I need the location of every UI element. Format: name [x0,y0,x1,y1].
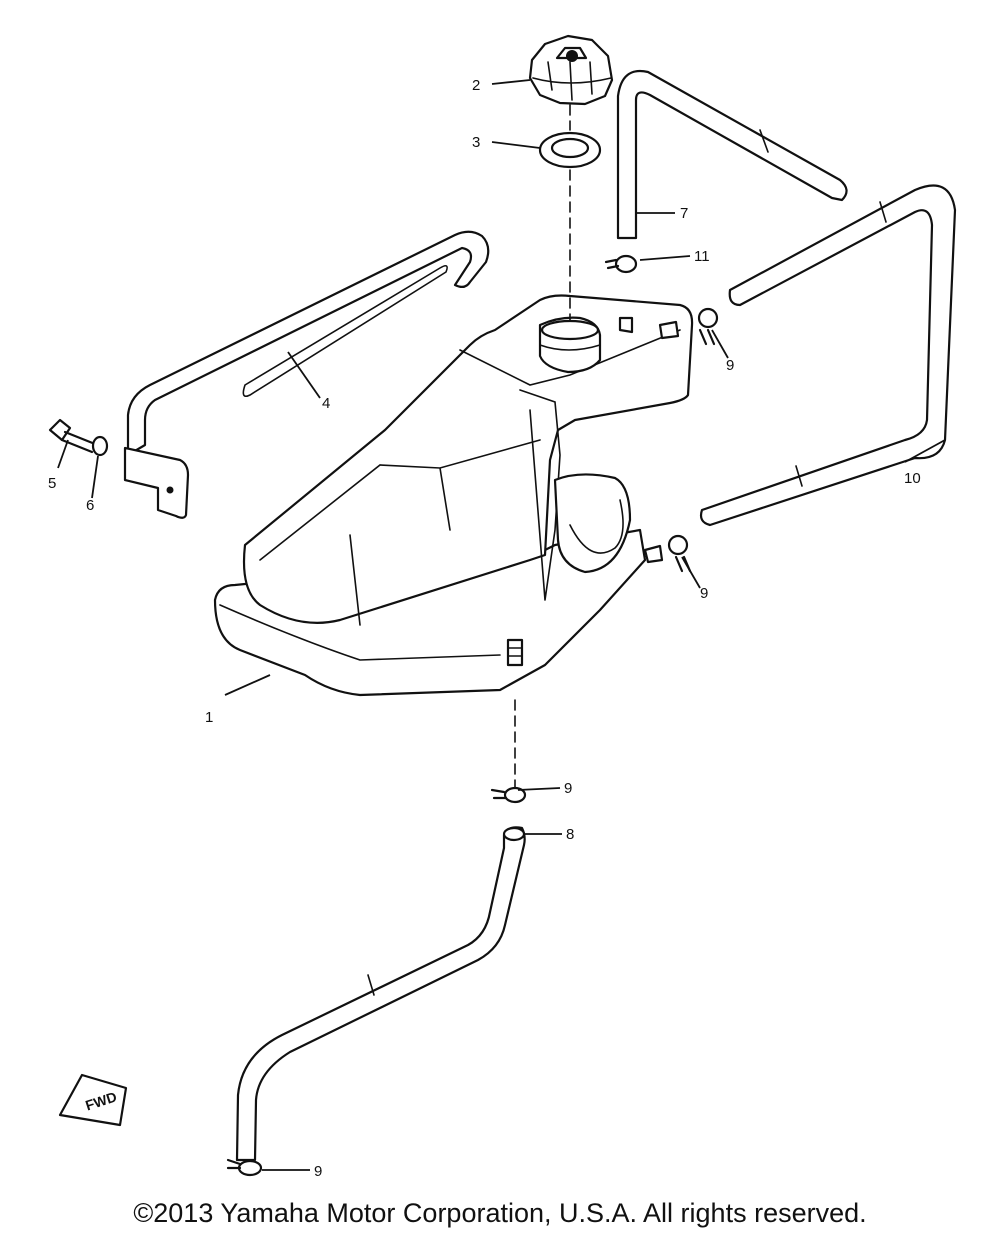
callout-9-bottom: 9 [314,1163,322,1180]
fwd-arrow-icon: FWD [58,1073,128,1127]
callout-3: 3 [472,134,480,151]
fuel-hose [235,826,526,1162]
callout-1: 1 [205,709,213,726]
tank-strap [123,230,490,519]
hose-clip-11 [604,254,638,274]
callout-9-upper: 9 [726,357,734,374]
callout-leaders [57,79,946,1171]
fuel-tank [213,294,694,697]
copyright-notice: ©2013 Yamaha Motor Corporation, U.S.A. A… [133,1198,867,1228]
callout-9-lower: 9 [564,780,572,797]
callout-6: 6 [86,497,94,514]
callout-10: 10 [904,470,921,487]
cap-gasket [538,131,602,169]
callout-5: 5 [48,475,56,492]
hose-clip-middle [667,534,692,573]
strap-bolt [48,418,97,454]
fuel-tank-exploded-diagram: FWD 1 2 3 4 5 6 7 8 9 9 9 9 10 11 [48,34,957,1180]
strap-washer [91,435,109,457]
callout-9-middle: 9 [700,585,708,602]
hose-clip-upper [697,307,719,346]
hose-clip-bottom [226,1158,263,1177]
callout-11: 11 [694,248,710,265]
callout-2: 2 [472,77,480,94]
vent-hose [699,184,957,527]
callout-4: 4 [322,395,330,412]
callout-8: 8 [566,826,574,843]
hose-clip-lower [490,786,527,804]
breather-hose [616,69,848,240]
fuel-cap [528,34,614,106]
callout-7: 7 [680,205,688,222]
